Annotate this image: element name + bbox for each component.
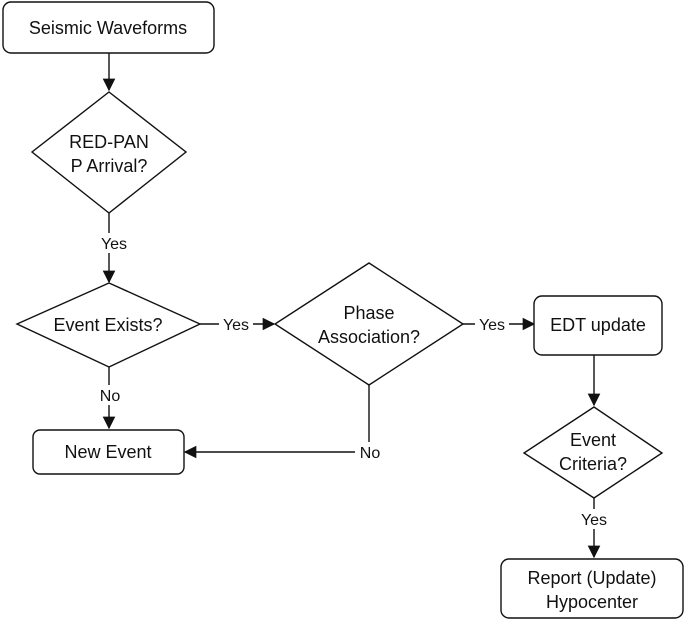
- edge-label-criteria-yes: Yes: [581, 512, 607, 529]
- node-label-line-2: P Arrival?: [71, 156, 148, 176]
- edge-redpan-yes: Yes: [96, 213, 132, 284]
- node-label-line-1: Report (Update): [527, 568, 656, 588]
- node-event-criteria: Event Criteria?: [522, 406, 664, 499]
- node-seismic-waveforms: Seismic Waveforms: [2, 1, 215, 54]
- node-label-line-1: RED-PAN: [69, 132, 149, 152]
- edge-exists-yes: Yes: [200, 314, 276, 334]
- edge-label-phase-yes: Yes: [479, 317, 505, 334]
- edge-phase-yes: Yes: [463, 314, 536, 334]
- edges: Yes Yes No Yes No: [95, 53, 611, 559]
- node-label-line-2: Hypocenter: [546, 592, 638, 612]
- node-label-line-2: Criteria?: [559, 454, 627, 474]
- edge-label-exists-no: No: [100, 388, 121, 405]
- node-label: EDT update: [550, 315, 646, 335]
- edge-label-exists-yes: Yes: [223, 317, 249, 334]
- node-event-exists: Event Exists?: [15, 282, 202, 368]
- node-label-line-1: Phase: [343, 303, 394, 323]
- node-label: Event Exists?: [53, 315, 162, 335]
- node-label-line-2: Association?: [318, 327, 420, 347]
- edge-label-redpan-yes: Yes: [101, 236, 127, 253]
- edge-phase-no: No: [183, 385, 385, 462]
- node-label: New Event: [64, 442, 151, 462]
- node-edt-update: EDT update: [533, 295, 663, 356]
- node-redpan-p-arrival: RED-PAN P Arrival?: [30, 91, 188, 214]
- node-label-line-1: Event: [570, 430, 616, 450]
- node-report-hypocenter: Report (Update) Hypocenter: [500, 558, 684, 619]
- edge-exists-no: No: [95, 367, 125, 430]
- edge-criteria-yes: Yes: [577, 498, 611, 559]
- node-label: Seismic Waveforms: [29, 18, 187, 38]
- node-new-event: New Event: [32, 429, 185, 475]
- edge-label-phase-no: No: [360, 445, 381, 462]
- node-phase-association: Phase Association?: [273, 262, 465, 386]
